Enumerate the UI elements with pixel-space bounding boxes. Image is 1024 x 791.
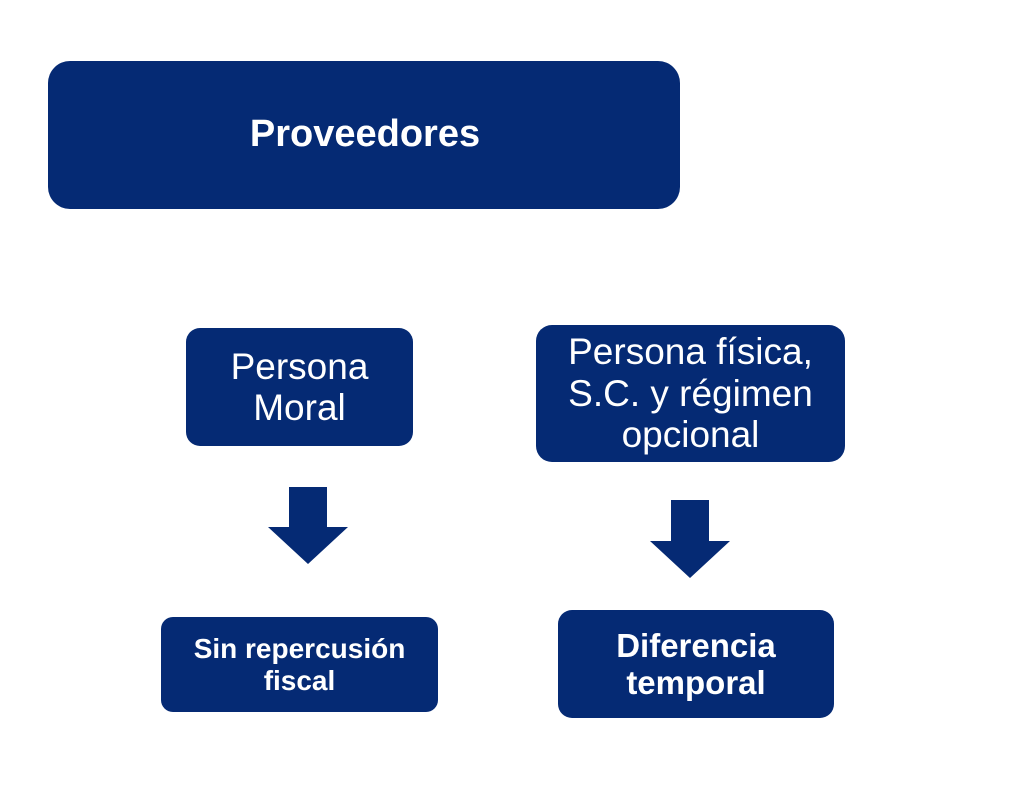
proveedores-label: Proveedores: [249, 113, 481, 156]
persona-fisica-label: Persona física, S.C. y régimen opcional: [568, 330, 813, 456]
down-arrow-icon: [268, 487, 348, 564]
proveedores-box: Proveedores: [48, 61, 680, 209]
persona-moral-box: Persona Moral: [186, 328, 413, 446]
persona-moral-label: Persona Moral: [230, 345, 369, 428]
down-arrow-icon: [650, 500, 730, 578]
sin-repercusion-fiscal-box: Sin repercusión fiscal: [161, 617, 438, 712]
persona-fisica-box: Persona física, S.C. y régimen opcional: [536, 325, 845, 462]
sin-repercusion-fiscal-label: Sin repercusión fiscal: [193, 632, 406, 696]
diferencia-temporal-label: Diferencia temporal: [616, 626, 776, 701]
diferencia-temporal-box: Diferencia temporal: [558, 610, 834, 718]
